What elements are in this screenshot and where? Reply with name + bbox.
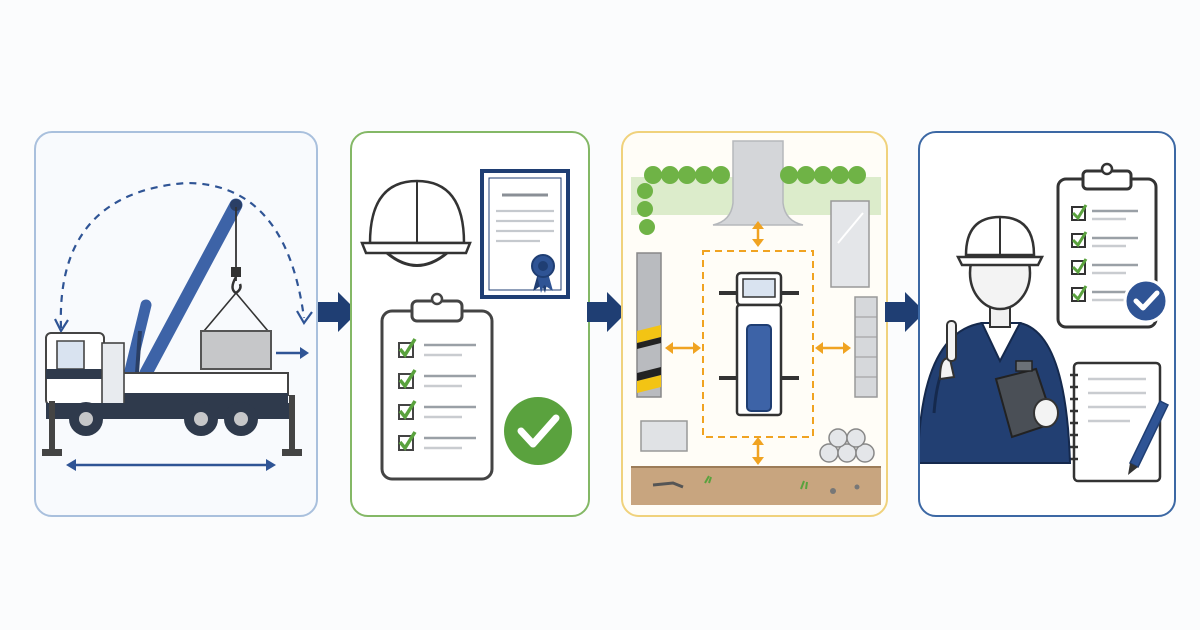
swing-radius-arc-icon [54, 181, 313, 334]
pipe-stack-icon [819, 428, 875, 463]
tree-row-icon [637, 166, 866, 235]
outrigger-icon [42, 395, 302, 456]
supervisor-icon [920, 215, 1072, 464]
hard-hat-icon [360, 179, 472, 267]
flow-arrow-step-1-to-2 [316, 292, 362, 332]
crane-boom-icon [122, 198, 269, 385]
pen-icon [1128, 399, 1169, 475]
step-crane-capacity-panel [34, 131, 318, 517]
crane-truck-icon [45, 332, 291, 436]
notepad-icon [1070, 361, 1162, 483]
certificate-icon [480, 169, 570, 299]
flow-arrow-step-2-to-3 [585, 292, 631, 332]
road-icon [712, 140, 804, 226]
verified-badge-icon [1123, 278, 1169, 324]
material-stack-icon [640, 296, 878, 452]
step-briefing-and-sign-off-panel [918, 131, 1176, 517]
ground-soil-icon [631, 466, 881, 505]
barrier-icon [636, 252, 662, 398]
flow-arrow-step-3-to-4 [883, 292, 929, 332]
storage-slab-icon [830, 200, 870, 288]
checklist-clipboard-icon [380, 292, 494, 481]
outrigger-span-arrow-icon [66, 459, 276, 471]
clearance-arrow-icon [665, 221, 851, 465]
step-site-layout-panel [621, 131, 888, 517]
approved-check-icon [504, 397, 572, 465]
crane-top-view-icon [719, 271, 799, 417]
suspended-load-icon [200, 330, 309, 370]
step-ppe-and-certification-panel [350, 131, 590, 517]
